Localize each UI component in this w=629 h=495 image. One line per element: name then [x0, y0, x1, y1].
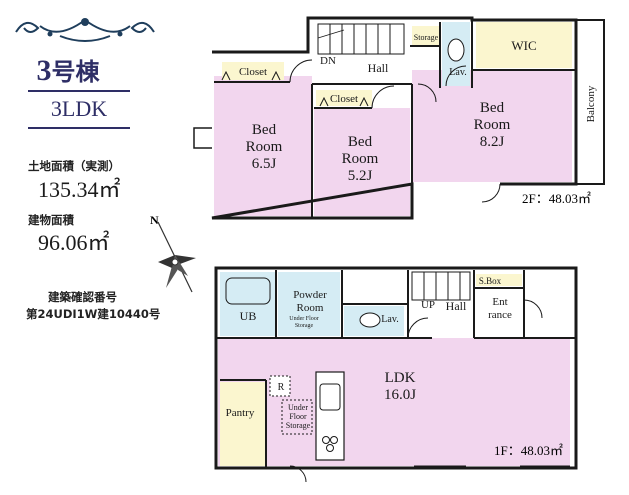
shoe-box-label: S.Box — [479, 276, 502, 286]
second-floor-area: 2F：48.03㎡ — [522, 191, 591, 206]
closet-1-label: Closet — [239, 66, 267, 78]
building-area-value: 96.06㎡ — [38, 230, 110, 255]
bedroom-8-2-size: 8.2J — [480, 134, 505, 150]
up-stairs-label: UP — [421, 299, 435, 311]
permit-value: 第24UDI1W建10440号 — [26, 307, 161, 321]
under-floor-storage-label-2: Floor — [289, 412, 307, 421]
bedroom-5-2-label-1: Bed — [348, 134, 373, 150]
first-floor: UB Powder Room Under Floor Storage Lav. … — [214, 266, 578, 483]
pantry-label: Pantry — [226, 407, 255, 419]
bedroom-8-2-fill — [412, 70, 572, 182]
second-floor: Closet Closet Bed Room 6.5J Bed Room 5.2… — [193, 16, 605, 220]
storage-2f — [412, 26, 440, 46]
bedroom-6-5-label-1: Bed — [252, 122, 277, 138]
closet-1 — [222, 62, 284, 80]
small-storage-label-1: Under Floor — [289, 316, 319, 322]
decorative-ornament — [15, 18, 155, 42]
first-floor-area: 1F：48.03㎡ — [494, 443, 563, 458]
compass-icon: N — [150, 213, 196, 293]
under-floor-storage-label-3: Storage — [286, 421, 311, 430]
bedroom-6-5-size: 6.5J — [252, 156, 277, 172]
kitchen-sink — [319, 383, 341, 411]
bathtub — [225, 277, 271, 305]
bedroom-6-5-label-2: Room — [246, 139, 283, 155]
lav-1f-label: Lav. — [381, 314, 398, 325]
shoe-box-fill — [476, 274, 522, 286]
lav-2f-label: Lav. — [449, 67, 466, 78]
bedroom-5-2-size: 5.2J — [348, 168, 373, 184]
compass-north-label: N — [150, 213, 159, 227]
unit-number: 3 — [36, 54, 52, 87]
bedroom-6-5-fill — [214, 76, 312, 216]
land-area-value: 135.34㎡ — [38, 177, 121, 202]
unit-suffix: 号棟 — [51, 60, 100, 86]
hall-2f-label: Hall — [368, 61, 389, 75]
under-floor-storage-label-1: Under — [288, 403, 308, 412]
pantry-fill — [220, 382, 266, 466]
refrigerator-space — [269, 375, 291, 397]
layout-type: 3LDK — [50, 96, 108, 121]
unit-title: 3号棟 — [8, 52, 128, 88]
closet-2-label: Closet — [330, 93, 358, 105]
balcony-label: Balcony — [585, 85, 597, 122]
building-area-label: 建物面積 — [28, 213, 74, 227]
ldk-size: 16.0J — [384, 387, 416, 403]
divider-bottom — [28, 127, 130, 129]
powder-room-label-1: Powder — [293, 289, 327, 301]
powder-room-fill — [278, 272, 340, 336]
ldk-fill — [218, 338, 570, 466]
powder-room-label-2: Room — [297, 302, 324, 314]
wic — [476, 22, 572, 68]
divider-top — [28, 90, 130, 92]
closet-2 — [316, 90, 372, 106]
hall-1f-label: Hall — [446, 299, 467, 313]
unit-bath-label: UB — [240, 309, 257, 323]
bedroom-8-2-label-1: Bed — [480, 100, 505, 116]
kitchen-counter — [315, 371, 345, 461]
bedroom-5-2-label-2: Room — [342, 151, 379, 167]
ldk-label: LDK — [385, 370, 416, 386]
entrance-label-1: Ent — [492, 296, 507, 308]
permit-label: 建築確認番号 — [48, 290, 117, 304]
land-area-label: 土地面積（実測） — [28, 159, 120, 173]
refrigerator-label: R — [278, 382, 285, 393]
storage-2f-label: Storage — [414, 33, 439, 42]
down-stairs-label: DN — [320, 55, 336, 67]
wic-label: WIC — [511, 38, 536, 53]
bedroom-8-2-label-2: Room — [474, 117, 511, 133]
small-storage-label-2: Storage — [295, 323, 314, 329]
entrance-label-2: rance — [488, 309, 512, 321]
